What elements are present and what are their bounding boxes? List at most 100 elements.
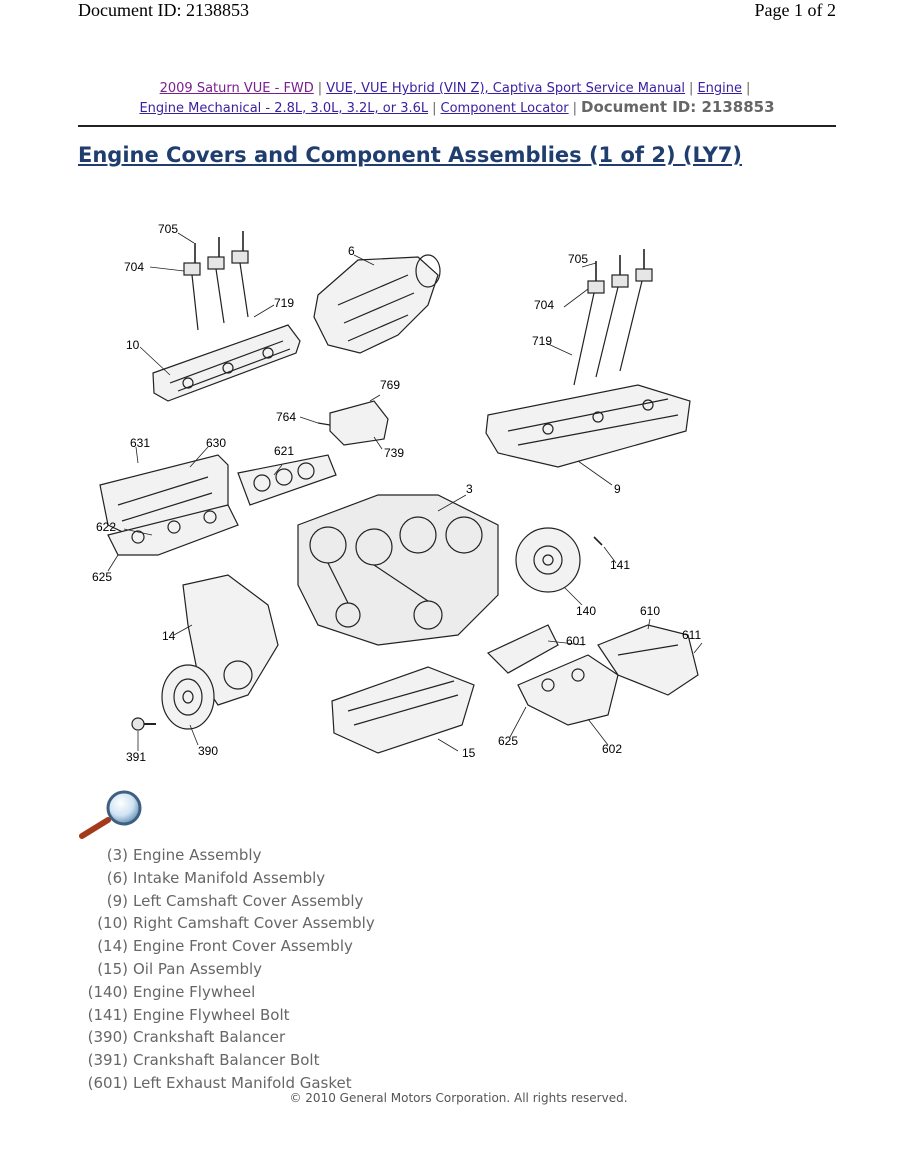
- legend-number: (391): [87, 1051, 128, 1070]
- callout-622: 622: [96, 520, 116, 534]
- legend-number: (601): [87, 1073, 128, 1092]
- legend-number: (3): [106, 846, 128, 864]
- callout-601: 601: [566, 634, 586, 648]
- callout-15: 15: [462, 746, 476, 760]
- exhaust-manifold-gasket-part: [237, 454, 337, 506]
- legend-item: (9) Left Camshaft Cover Assembly: [81, 890, 375, 913]
- bracket-part: [317, 400, 389, 446]
- breadcrumb-separator: |: [432, 101, 437, 116]
- legend-label: Engine Assembly: [133, 846, 262, 864]
- legend-number: (9): [106, 891, 128, 910]
- header-page-number: Page 1 of 2: [754, 0, 836, 20]
- breadcrumb-link-component-locator[interactable]: Component Locator: [440, 101, 569, 116]
- page-title: Engine Covers and Component Assemblies (…: [78, 143, 743, 167]
- legend-label: Crankshaft Balancer Bolt: [133, 1051, 320, 1070]
- breadcrumb-separator: |: [746, 81, 751, 96]
- legend-label: Right Camshaft Cover Assembly: [133, 914, 375, 933]
- legend-number: (15): [97, 959, 128, 978]
- diagram-svg: 705 704 719 10 6 705 704 719 769 764 739…: [92, 222, 703, 764]
- breadcrumb-separator: |: [572, 101, 578, 116]
- legend-number: (140): [87, 982, 128, 1001]
- breadcrumb-separator: |: [689, 81, 694, 96]
- callout-625-left: 625: [92, 570, 112, 584]
- legend-item: (3) Engine Assembly: [81, 844, 375, 867]
- legend-label: Engine Front Cover Assembly: [133, 937, 353, 956]
- intake-manifold-part: [313, 254, 441, 354]
- legend-label: Left Camshaft Cover Assembly: [133, 891, 364, 910]
- legend-item: (601) Left Exhaust Manifold Gasket: [81, 1072, 375, 1095]
- engine-front-cover-part: [182, 574, 279, 706]
- legend-label: Engine Flywheel Bolt: [133, 1005, 290, 1024]
- callout-631: 631: [130, 436, 150, 450]
- legend-label: Intake Manifold Assembly: [133, 868, 326, 887]
- right-exhaust-manifold-part: [107, 504, 239, 556]
- callout-140: 140: [576, 604, 596, 618]
- oil-pan-part: [331, 666, 475, 754]
- legend-item: (10) Right Camshaft Cover Assembly: [81, 912, 375, 935]
- left-exhaust-manifold-part: [486, 624, 619, 726]
- legend-item: (15) Oil Pan Assembly: [81, 958, 375, 981]
- callout-764: 764: [276, 410, 296, 424]
- callout-621: 621: [274, 444, 294, 458]
- legend-item: (14) Engine Front Cover Assembly: [81, 935, 375, 958]
- callout-10: 10: [126, 338, 140, 352]
- engine-flywheel-part: [515, 527, 603, 593]
- legend-item: (141) Engine Flywheel Bolt: [81, 1004, 375, 1027]
- ignition-coil-set-left: [183, 231, 249, 331]
- legend-item: (140) Engine Flywheel: [81, 981, 375, 1004]
- legend-number: (6): [106, 868, 128, 887]
- breadcrumb-link-vehicle[interactable]: 2009 Saturn VUE - FWD: [159, 81, 314, 96]
- callout-602: 602: [602, 742, 622, 756]
- callout-769: 769: [380, 378, 400, 392]
- callout-611: 611: [682, 628, 701, 642]
- left-exhaust-heat-shield-part: [597, 624, 699, 696]
- legend-number: (14): [97, 937, 128, 956]
- callout-705-left: 705: [158, 222, 178, 236]
- engine-assembly-part: [297, 494, 499, 646]
- page-header: Document ID: 2138853 Page 1 of 2: [78, 0, 836, 24]
- callout-719-right: 719: [532, 334, 552, 348]
- legend-number: (10): [97, 914, 128, 933]
- magnifier-icon[interactable]: [78, 788, 150, 840]
- engine-exploded-diagram: 705 704 719 10 6 705 704 719 769 764 739…: [78, 205, 738, 785]
- breadcrumb-link-manual[interactable]: VUE, VUE Hybrid (VIN Z), Captiva Sport S…: [326, 81, 686, 96]
- header-document-id: Document ID: 2138853: [78, 0, 249, 20]
- crankshaft-balancer-bolt-part: [131, 717, 156, 731]
- callout-390: 390: [198, 744, 218, 758]
- breadcrumb-separator: |: [317, 81, 323, 96]
- callout-630: 630: [206, 436, 226, 450]
- callout-705-right: 705: [568, 252, 588, 266]
- callout-739: 739: [384, 446, 404, 460]
- callout-610: 610: [640, 604, 660, 618]
- legend-label: Left Exhaust Manifold Gasket: [133, 1073, 352, 1092]
- callout-3: 3: [466, 482, 473, 496]
- crankshaft-balancer-part: [161, 664, 215, 730]
- copyright-footer: © 2010 General Motors Corporation. All r…: [289, 1091, 628, 1105]
- callout-719-left: 719: [274, 296, 294, 310]
- callout-leaders: [107, 232, 703, 752]
- legend-item: (391) Crankshaft Balancer Bolt: [81, 1049, 375, 1072]
- legend-number: (141): [87, 1005, 128, 1024]
- legend-label: Oil Pan Assembly: [133, 959, 263, 978]
- callout-141: 141: [610, 558, 630, 572]
- callout-6: 6: [348, 244, 355, 258]
- callout-labels: 705 704 719 10 6 705 704 719 769 764 739…: [92, 222, 701, 764]
- component-legend: (3) Engine Assembly (6) Intake Manifold As…: [81, 844, 375, 1095]
- header-divider: [78, 125, 836, 127]
- legend-label: Engine Flywheel: [133, 982, 256, 1001]
- breadcrumb-document-id: Document ID: 2138853: [581, 98, 775, 116]
- breadcrumb-link-engine-mechanical[interactable]: Engine Mechanical - 2.8L, 3.0L, 3.2L, or…: [139, 101, 429, 116]
- callout-704-right: 704: [534, 298, 554, 312]
- breadcrumb-link-engine[interactable]: Engine: [697, 81, 742, 96]
- ignition-coil-set-right: [573, 249, 653, 386]
- legend-item: (390) Crankshaft Balancer: [81, 1026, 375, 1049]
- legend-number: (390): [87, 1028, 128, 1047]
- callout-625-right: 625: [498, 734, 518, 748]
- breadcrumb: 2009 Saturn VUE - FWD|VUE, VUE Hybrid (V…: [78, 80, 836, 118]
- callout-9: 9: [614, 482, 621, 496]
- legend-item: (6) Intake Manifold Assembly: [81, 867, 375, 890]
- magnifier-icon-graphic: [79, 790, 142, 839]
- callout-391: 391: [126, 750, 146, 764]
- legend-label: Crankshaft Balancer: [133, 1028, 286, 1047]
- right-camshaft-cover-part: [152, 324, 301, 402]
